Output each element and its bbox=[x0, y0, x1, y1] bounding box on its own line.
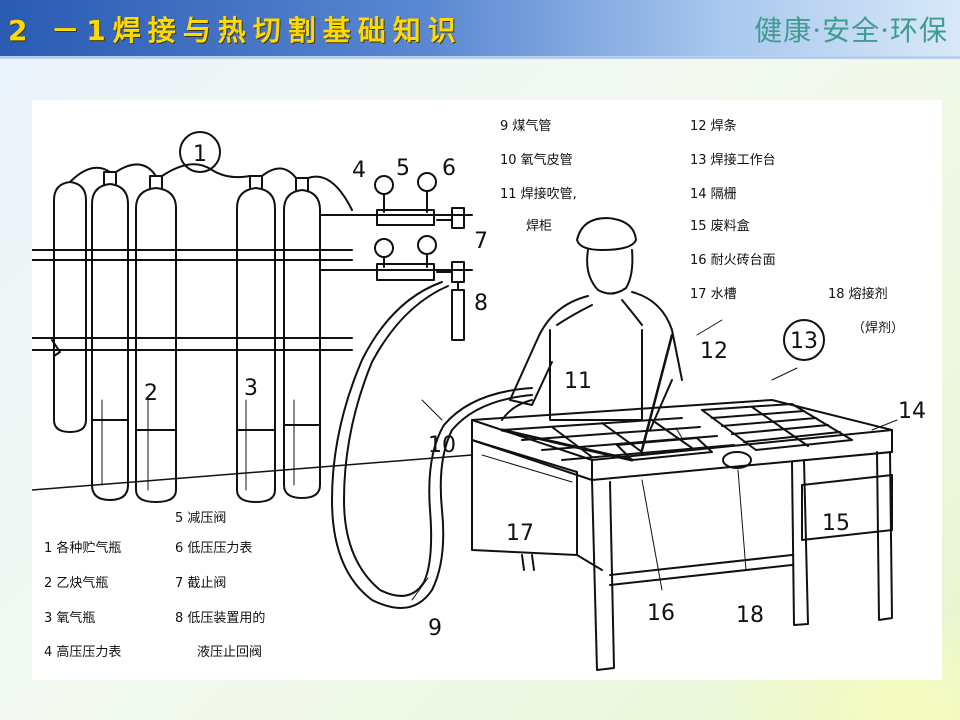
welding-setup-diagram: 1 2 3 4 5 6 7 8 9 10 11 12 13 14 15 16 1… bbox=[32, 118, 926, 671]
callout-6: 6 bbox=[442, 156, 456, 181]
legend-bottom: 5 减压阀 1 各种贮气瓶 6 低压压力表 2 乙炔气瓶 7 截止阀 3 氧气瓶… bbox=[44, 511, 265, 660]
slide-slogan: 健康·安全·环保 bbox=[754, 14, 948, 47]
legend-item-2: 2 乙炔气瓶 bbox=[44, 575, 108, 591]
gas-cylinders bbox=[32, 163, 353, 503]
manifold-regulators bbox=[319, 172, 473, 341]
slide-title: 2 －1焊接与热切割基础知识 bbox=[8, 14, 463, 47]
legend-item-16: 16 耐火砖台面 bbox=[690, 253, 776, 268]
floor-line bbox=[32, 454, 473, 491]
legend-item-18b: （焊剂） bbox=[852, 320, 904, 336]
callout-14: 14 bbox=[898, 399, 926, 424]
callout-7: 7 bbox=[474, 229, 488, 254]
callout-15: 15 bbox=[822, 511, 850, 536]
callout-3: 3 bbox=[244, 376, 258, 401]
legend-item-12: 12 焊条 bbox=[690, 118, 737, 134]
legend-top: 9 煤气管 10 氧气皮管 11 焊接吹管, 焊柜 12 焊条 13 焊接工作台… bbox=[500, 118, 904, 336]
legend-item-9: 9 煤气管 bbox=[500, 118, 551, 134]
callout-13: 13 bbox=[790, 329, 818, 354]
gas-hoses bbox=[331, 281, 533, 609]
legend-item-4: 4 高压压力表 bbox=[44, 644, 121, 660]
legend-item-13: 13 焊接工作台 bbox=[690, 152, 776, 168]
legend-item-5: 5 减压阀 bbox=[175, 511, 226, 526]
legend-item-3: 3 氧气瓶 bbox=[44, 610, 95, 626]
legend-item-17: 17 水槽 bbox=[690, 287, 737, 302]
legend-item-10: 10 氧气皮管 bbox=[500, 152, 573, 168]
legend-item-11b: 焊柜 bbox=[526, 218, 552, 234]
legend-item-14: 14 隔栅 bbox=[690, 187, 737, 202]
callout-4: 4 bbox=[352, 158, 366, 183]
callout-1-circle bbox=[179, 131, 221, 173]
legend-item-6: 6 低压压力表 bbox=[175, 541, 252, 556]
legend-item-18: 18 熔接剂 bbox=[828, 286, 888, 302]
legend-item-7: 7 截止阀 bbox=[175, 576, 226, 591]
callout-1: 1 bbox=[193, 142, 207, 167]
callout-8: 8 bbox=[474, 291, 488, 316]
callout-12: 12 bbox=[700, 339, 728, 364]
callout-11: 11 bbox=[564, 369, 592, 394]
legend-item-1: 1 各种贮气瓶 bbox=[44, 540, 121, 556]
slide-header: 2 －1焊接与热切割基础知识 健康·安全·环保 bbox=[0, 0, 960, 59]
diagram-panel: 1 2 3 4 5 6 7 8 9 10 11 12 13 14 15 16 1… bbox=[32, 100, 942, 680]
callout-13-circle bbox=[783, 319, 825, 361]
callout-5: 5 bbox=[396, 156, 410, 181]
callout-9: 9 bbox=[428, 616, 442, 641]
legend-item-15: 15 废料盒 bbox=[690, 218, 750, 234]
callout-16: 16 bbox=[647, 601, 675, 626]
callout-17: 17 bbox=[506, 521, 534, 546]
legend-item-8: 8 低压装置用的 bbox=[175, 610, 265, 626]
welding-workbench bbox=[471, 399, 893, 671]
legend-item-8b: 液压止回阀 bbox=[197, 645, 262, 660]
legend-item-11: 11 焊接吹管, bbox=[500, 186, 577, 202]
callout-10: 10 bbox=[428, 433, 456, 458]
callout-18: 18 bbox=[736, 603, 764, 628]
callout-2: 2 bbox=[144, 381, 158, 406]
